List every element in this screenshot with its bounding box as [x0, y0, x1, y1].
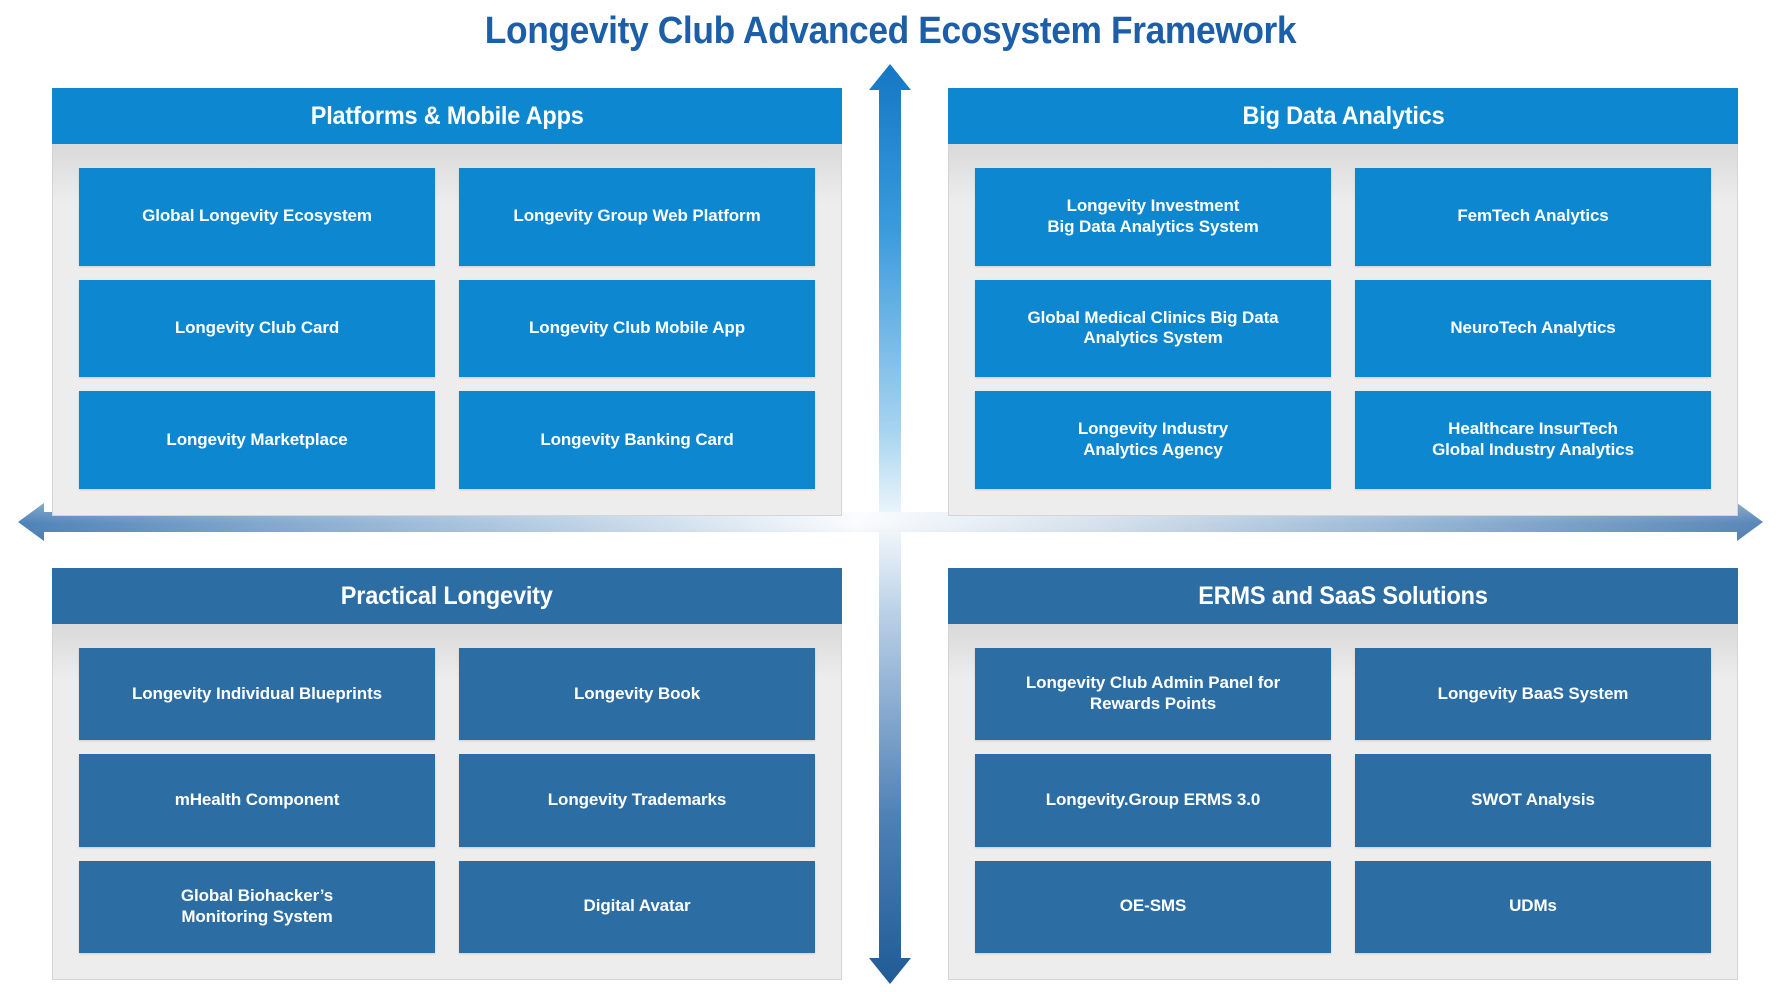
cell-item[interactable]: Longevity Trademarks — [459, 754, 815, 847]
cell-item[interactable]: Longevity Club Admin Panel for Rewards P… — [975, 648, 1331, 741]
quadrant-body: Global Longevity Ecosystem Longevity Gro… — [52, 144, 842, 516]
cell-item[interactable]: Global Medical Clinics Big Data Analytic… — [975, 279, 1331, 378]
cell-item[interactable]: Longevity Book — [459, 648, 815, 741]
cell-item[interactable]: SWOT Analysis — [1355, 754, 1711, 847]
quadrant-header-label: Practical Longevity — [341, 582, 553, 610]
quadrant-big-data-analytics: Big Data Analytics Longevity Investment … — [948, 88, 1738, 516]
quadrant-practical-longevity: Practical Longevity Longevity Individual… — [52, 568, 842, 980]
cell-grid: Longevity Club Admin Panel for Rewards P… — [975, 648, 1711, 953]
cell-item[interactable]: Global Biohacker’s Monitoring System — [79, 860, 435, 953]
cell-item[interactable]: Longevity Club Mobile App — [459, 279, 815, 378]
quadrant-body: Longevity Club Admin Panel for Rewards P… — [948, 624, 1738, 980]
quadrant-header-erms-saas-solutions: ERMS and SaaS Solutions — [948, 568, 1738, 624]
quadrant-body: Longevity Investment Big Data Analytics … — [948, 144, 1738, 516]
cell-item[interactable]: UDMs — [1355, 860, 1711, 953]
cell-item[interactable]: Longevity Industry Analytics Agency — [975, 391, 1331, 489]
page-title: Longevity Club Advanced Ecosystem Framew… — [484, 10, 1297, 52]
cell-grid: Longevity Investment Big Data Analytics … — [975, 168, 1711, 489]
cell-item[interactable]: Digital Avatar — [459, 860, 815, 953]
quadrant-header-practical-longevity: Practical Longevity — [52, 568, 842, 624]
cell-item[interactable]: Longevity BaaS System — [1355, 648, 1711, 741]
quadrant-body: Longevity Individual Blueprints Longevit… — [52, 624, 842, 980]
cell-item[interactable]: NeuroTech Analytics — [1355, 279, 1711, 378]
cell-item[interactable]: mHealth Component — [79, 754, 435, 847]
quadrant-header-big-data-analytics: Big Data Analytics — [948, 88, 1738, 144]
cell-item[interactable]: Longevity Marketplace — [79, 391, 435, 489]
cell-item[interactable]: Global Longevity Ecosystem — [79, 168, 435, 266]
quadrant-header-label: Big Data Analytics — [1241, 102, 1445, 130]
cell-item[interactable]: Longevity Individual Blueprints — [79, 648, 435, 741]
cell-grid: Global Longevity Ecosystem Longevity Gro… — [79, 168, 815, 489]
cell-item[interactable]: OE-SMS — [975, 860, 1331, 953]
quadrant-header-label: Platforms & Mobile Apps — [310, 102, 584, 130]
quadrant-erms-saas-solutions: ERMS and SaaS Solutions Longevity Club A… — [948, 568, 1738, 980]
cell-grid: Longevity Individual Blueprints Longevit… — [79, 648, 815, 953]
quadrant-header-label: ERMS and SaaS Solutions — [1198, 582, 1488, 610]
cell-item[interactable]: Longevity Group Web Platform — [459, 168, 815, 266]
cell-item[interactable]: Longevity Banking Card — [459, 391, 815, 489]
quadrant-platforms-mobile-apps: Platforms & Mobile Apps Global Longevity… — [52, 88, 842, 516]
cell-item[interactable]: Longevity Investment Big Data Analytics … — [975, 168, 1331, 266]
quadrant-header-platforms-mobile-apps: Platforms & Mobile Apps — [52, 88, 842, 144]
cell-item[interactable]: Longevity Club Card — [79, 279, 435, 378]
cell-item[interactable]: Healthcare InsurTech Global Industry Ana… — [1355, 391, 1711, 489]
cell-item[interactable]: FemTech Analytics — [1355, 168, 1711, 266]
cell-item[interactable]: Longevity.Group ERMS 3.0 — [975, 754, 1331, 847]
